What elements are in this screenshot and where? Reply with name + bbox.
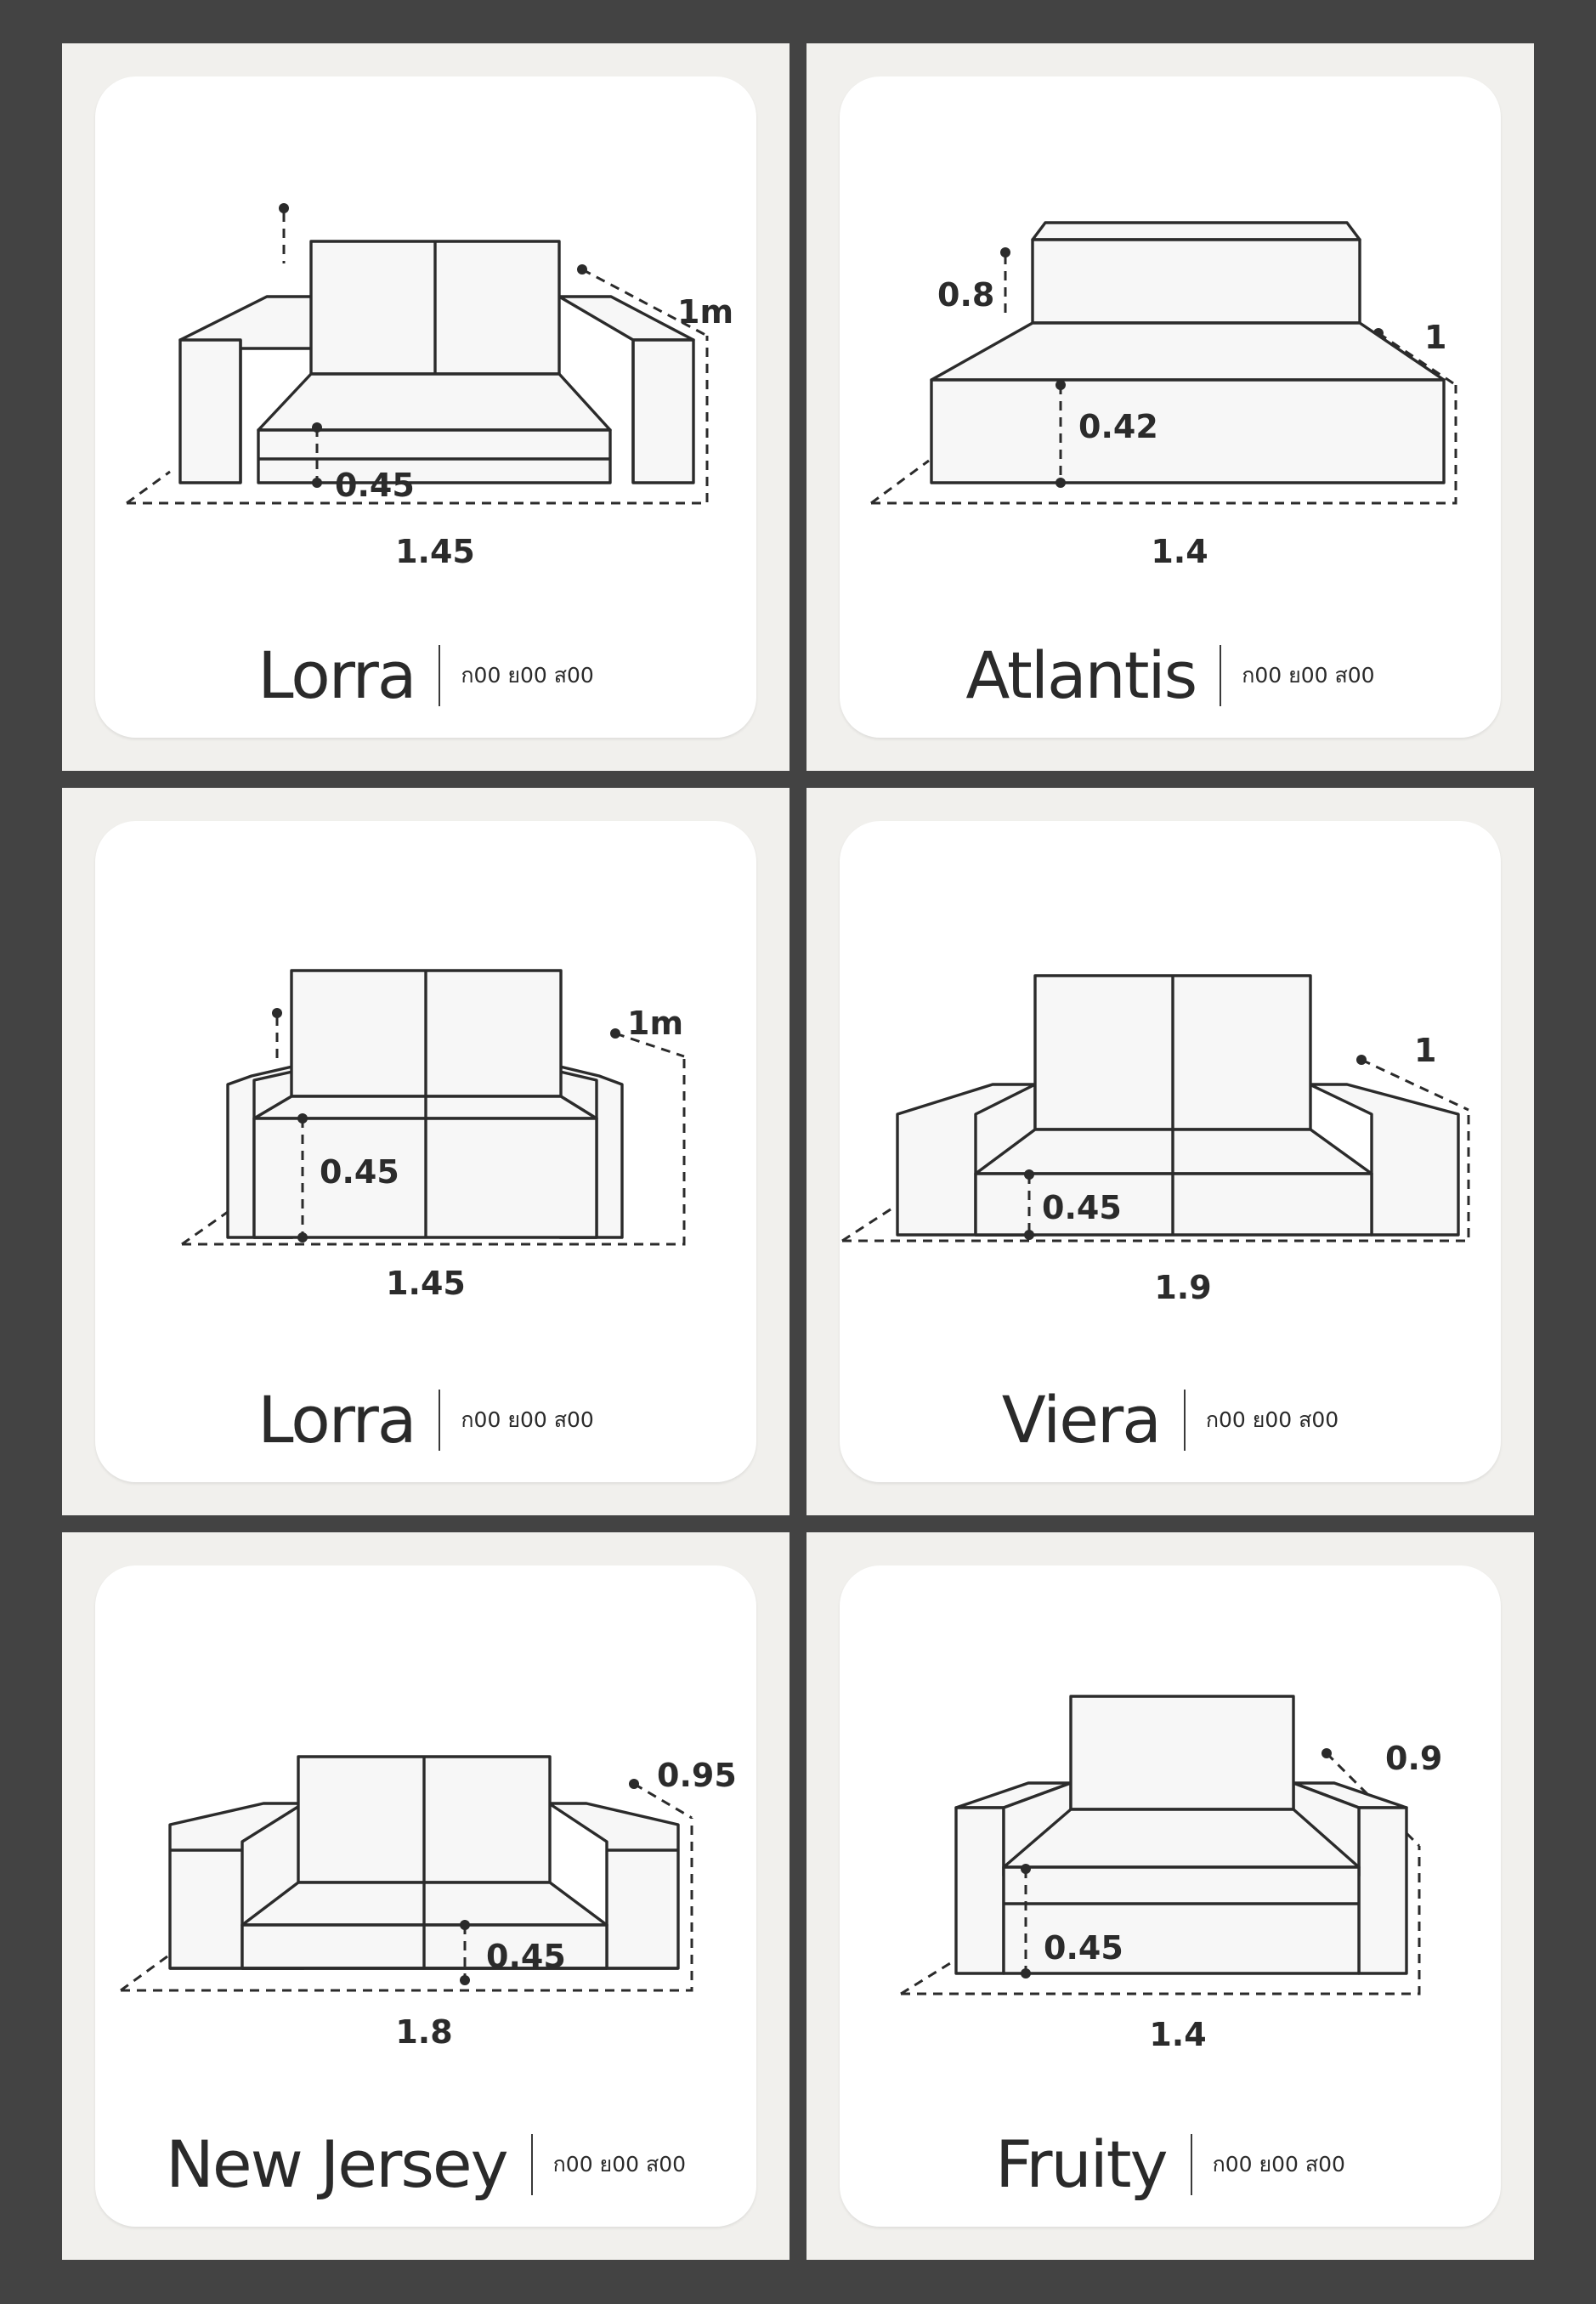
product-card[interactable]: 0.45 1.9 1 Viera ก00 ย00 ส00: [840, 821, 1501, 1482]
product-footer: Lorra ก00 ย00 ส00: [95, 1378, 756, 1463]
sofa-diagram: 0.45 1.45 1m: [126, 203, 733, 570]
product-footer: Fruity ก00 ย00 ส00: [840, 2122, 1501, 2207]
divider: [439, 1390, 441, 1451]
seat-height-label: 0.45: [320, 1153, 399, 1191]
width-label: 1.45: [386, 1265, 466, 1302]
seat-height-label: 0.45: [335, 467, 415, 504]
sofa-diagram: 0.42 0.8 1.4 1: [870, 221, 1457, 570]
product-panel-viera: 0.45 1.9 1 Viera ก00 ย00 ส00: [806, 788, 1534, 1515]
product-footer: New Jersey ก00 ย00 ส00: [95, 2122, 756, 2207]
product-name: Lorra: [258, 637, 416, 713]
width-label: 1.4: [1149, 2016, 1206, 2053]
divider: [530, 2134, 533, 2195]
product-panel-lorra-front: 0.45 1.45 1m Lorra ก00 ย00 ส00: [62, 788, 790, 1515]
seat-height-label: 0.45: [1044, 1929, 1123, 1967]
product-card[interactable]: 0.45 1.8 0.95 New Jersey ก00 ย00 ส00: [95, 1565, 756, 2227]
width-label: 1.9: [1154, 1269, 1211, 1306]
depth-label: 1: [1414, 1032, 1436, 1069]
product-name: New Jersey: [165, 2126, 509, 2202]
product-footer: Atlantis ก00 ย00 ส00: [840, 633, 1501, 718]
depth-label: 1m: [627, 1005, 683, 1042]
width-label: 1.4: [1151, 533, 1208, 570]
width-label: 1.8: [395, 2013, 452, 2051]
product-footer: Viera ก00 ย00 ส00: [840, 1378, 1501, 1463]
product-code: ก00 ย00 ส00: [1212, 2152, 1345, 2177]
product-name: Atlantis: [965, 637, 1197, 713]
depth-label: 1m: [677, 293, 733, 331]
product-name: Lorra: [258, 1382, 416, 1458]
product-code: ก00 ย00 ส00: [461, 1407, 594, 1432]
depth-label: 1: [1424, 319, 1446, 356]
sofa-diagram: 0.45 1.45 1m: [181, 969, 686, 1302]
back-height-label: 0.8: [937, 276, 994, 314]
product-code: ก00 ย00 ส00: [1205, 1407, 1339, 1432]
product-card[interactable]: 0.45 1.45 1m Lorra ก00 ย00 ส00: [95, 76, 756, 738]
divider: [1190, 2134, 1192, 2195]
product-name: Viera: [1001, 1382, 1162, 1458]
product-panel-atlantis: 0.42 0.8 1.4 1 Atlantis ก00 ย00 ส00: [806, 43, 1534, 771]
product-card[interactable]: 0.45 1.45 1m Lorra ก00 ย00 ส00: [95, 821, 756, 1482]
product-panel-new-jersey: 0.45 1.8 0.95 New Jersey ก00 ย00 ส00: [62, 1532, 790, 2260]
product-card[interactable]: 0.45 1.4 0.9 Fruity ก00 ย00 ส00: [840, 1565, 1501, 2227]
product-code: ก00 ย00 ส00: [461, 663, 594, 688]
sofa-diagram: 0.45 1.8 0.95: [120, 1755, 737, 2051]
depth-label: 0.95: [657, 1757, 737, 1794]
product-panel-lorra: 0.45 1.45 1m Lorra ก00 ย00 ส00: [62, 43, 790, 771]
seat-height-label: 0.45: [1042, 1189, 1122, 1226]
product-name: Fruity: [995, 2126, 1168, 2202]
divider: [439, 645, 441, 706]
product-card[interactable]: 0.42 0.8 1.4 1 Atlantis ก00 ย00 ส00: [840, 76, 1501, 738]
product-panel-fruity: 0.45 1.4 0.9 Fruity ก00 ย00 ส00: [806, 1532, 1534, 2260]
divider: [1220, 645, 1222, 706]
sofa-diagram: 0.45 1.4 0.9: [900, 1695, 1442, 2053]
product-code: ก00 ย00 ส00: [552, 2152, 687, 2177]
product-code: ก00 ย00 ส00: [1242, 663, 1375, 688]
product-footer: Lorra ก00 ย00 ส00: [95, 633, 756, 718]
width-label: 1.45: [395, 533, 475, 570]
depth-label: 0.9: [1385, 1740, 1442, 1777]
divider: [1183, 1390, 1186, 1451]
sofa-diagram: 0.45 1.9 1: [841, 974, 1470, 1306]
seat-height-label: 0.42: [1078, 408, 1158, 445]
